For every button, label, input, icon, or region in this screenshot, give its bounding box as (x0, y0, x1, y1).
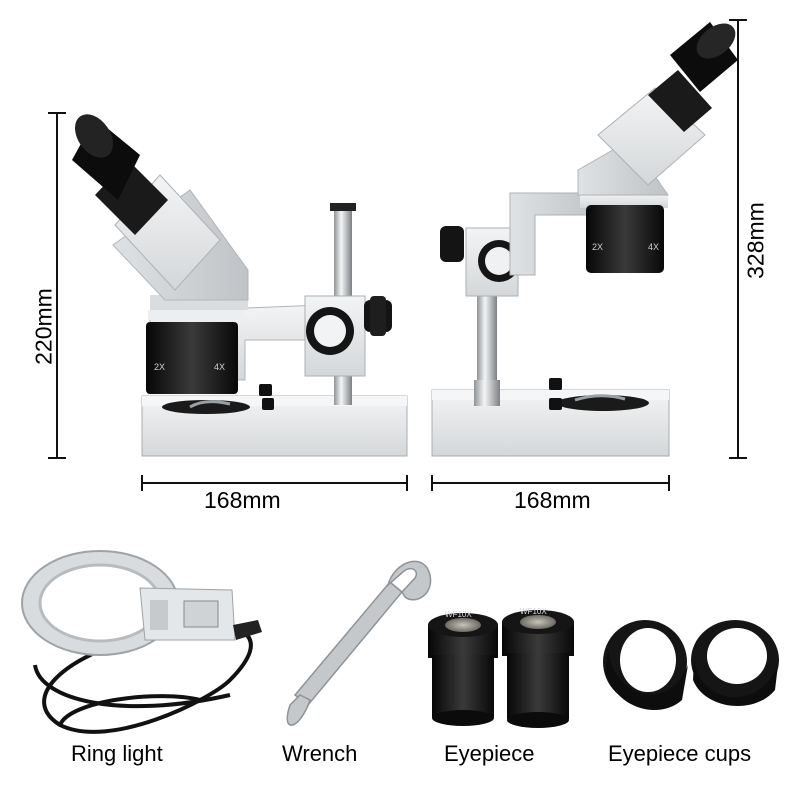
mag-4x-label-right: 4X (648, 242, 659, 252)
objective-housing (146, 322, 238, 394)
microscope-side-view: 2X 4X (72, 114, 408, 457)
ring-light-label: Ring light (71, 741, 163, 766)
wrench-image (286, 560, 432, 726)
objective-housing-right (586, 205, 664, 273)
eyepiece-label: Eyepiece (444, 741, 535, 766)
dimension-lines (48, 19, 747, 491)
eyepiece-cups-label: Eyepiece cups (608, 741, 752, 766)
mag-2x-label: 2X (154, 362, 165, 372)
eyepiece-marking-right: WF10X (520, 607, 547, 616)
wrench-label: Wrench (282, 741, 358, 766)
eyepiece-cups-image (603, 620, 779, 710)
stage-plate-right (557, 395, 649, 411)
ring-light-image (21, 550, 262, 734)
mag-4x-label: 4X (214, 362, 225, 372)
eyepiece-image: WF10X WF10X (428, 607, 574, 728)
left-width-label: 168mm (204, 487, 281, 513)
eyepiece-marking-left: WF10X (445, 610, 472, 619)
microscope-front-view: 2X 4X (431, 22, 738, 457)
pillar-right (477, 290, 497, 405)
right-height-label: 328mm (742, 202, 769, 279)
mag-2x-label-right: 2X (592, 242, 603, 252)
right-width-label: 168mm (514, 487, 591, 513)
left-height-label: 220mm (30, 288, 57, 365)
